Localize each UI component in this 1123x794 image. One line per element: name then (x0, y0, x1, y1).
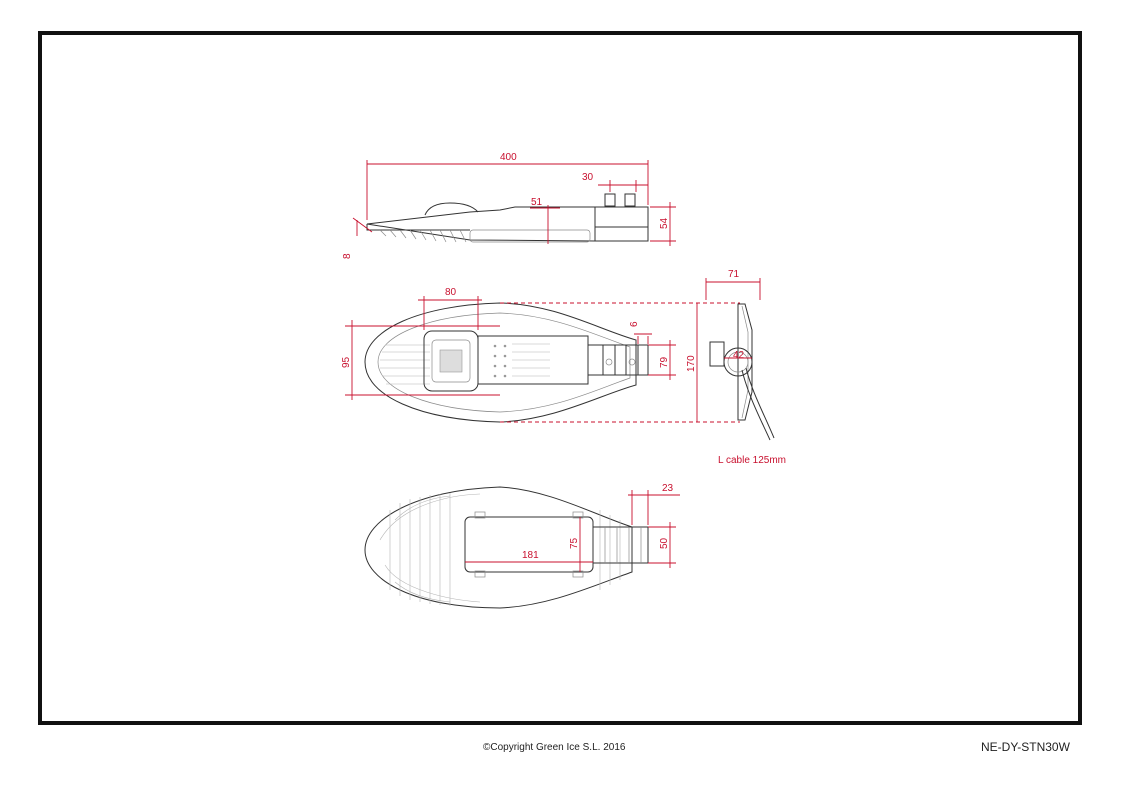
dim-top-head: 80 (445, 287, 457, 298)
top-view: 80 95 6 79 170 (341, 287, 740, 423)
dim-bottom-neck: 23 (662, 483, 674, 494)
cable-note: L cable 125mm (718, 455, 786, 466)
dim-end-pipe: 42 (733, 350, 745, 361)
dim-end-width: 71 (728, 269, 740, 280)
dim-bottom-plate-width: 181 (522, 550, 539, 561)
dim-top-total: 170 (686, 355, 697, 372)
side-view: 400 30 51 54 8 (342, 152, 676, 259)
dim-top-width: 95 (341, 356, 352, 368)
copyright-notice: ©Copyright Green Ice S.L. 2016 (483, 742, 626, 753)
dim-side-thickness: 8 (342, 253, 353, 259)
bottom-view: 23 181 75 50 (364, 483, 680, 609)
dim-bottom-plate-height: 75 (569, 537, 580, 549)
dim-top-clamp: 6 (629, 321, 640, 327)
drawing-frame (38, 31, 1082, 725)
dim-side-length: 400 (500, 152, 517, 163)
dim-side-bracket: 30 (582, 172, 594, 183)
dim-side-height: 54 (659, 217, 670, 229)
dim-bottom-neck-height: 50 (659, 537, 670, 549)
model-number: NE-DY-STN30W (981, 740, 1070, 754)
dim-top-clamp-width: 79 (659, 356, 670, 368)
end-view: 71 42 L cable 125mm (705, 269, 786, 466)
dim-side-mid: 51 (531, 197, 543, 208)
